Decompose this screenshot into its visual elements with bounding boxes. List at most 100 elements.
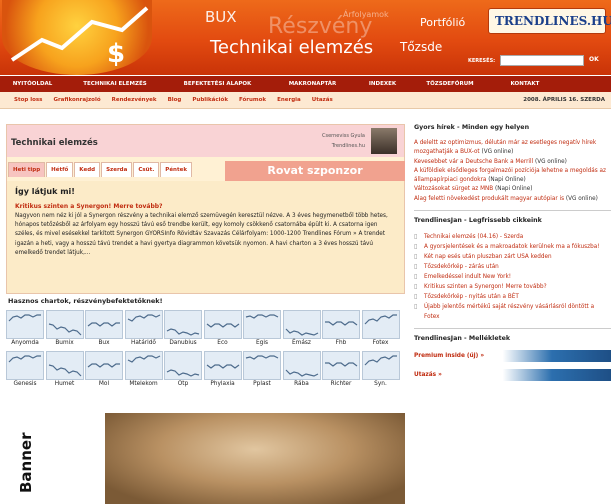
chart-thumb-cell[interactable]: Genesis	[6, 351, 44, 390]
chart-thumbnail[interactable]	[322, 351, 360, 380]
chart-thumbnail[interactable]	[361, 310, 400, 339]
news-item[interactable]: A küföldiek elsődleges forgalmazói pozíc…	[414, 167, 607, 184]
chart-thumbnail[interactable]	[85, 351, 123, 380]
tab-wednesday[interactable]: Szerda	[101, 162, 133, 177]
nav-item-technical-analysis[interactable]: TECHNIKAI ELEMZÉS	[83, 81, 147, 87]
nav-item-forum[interactable]: TŐZSDEFÓRUM	[426, 81, 474, 87]
nav-item-funds[interactable]: BEFEKTETÉSI ALAPOK	[183, 81, 252, 87]
chart-thumb-cell[interactable]: Phylaxia	[203, 351, 242, 390]
article-item[interactable]: Tőzsdekörkép - nyitás után a BÉT	[414, 292, 611, 302]
chart-thumb-cell[interactable]: Humet	[45, 351, 84, 390]
article-item[interactable]: Két nap esés után pluszban zárt USA kedd…	[414, 252, 611, 262]
chart-label[interactable]: Humet	[54, 381, 75, 387]
article-item[interactable]: A gyorsjelentések és a makroadatok kerül…	[414, 242, 611, 252]
subnav-item[interactable]: Energia	[277, 97, 301, 103]
tab-friday[interactable]: Péntek	[160, 162, 192, 177]
article-link[interactable]: Kritikus szinten a Synergon! Merre továb…	[15, 203, 163, 210]
tab-monday[interactable]: Hétfő	[46, 162, 74, 177]
chart-thumbnail[interactable]	[203, 310, 242, 339]
chart-label[interactable]: Pplast	[253, 381, 271, 387]
chart-label[interactable]: Rába	[294, 381, 309, 387]
chart-thumbnail[interactable]	[45, 310, 84, 339]
article-item[interactable]: Újabb jelentős mértékű saját részvény vá…	[414, 302, 611, 322]
chart-label[interactable]: Phylaxia	[210, 381, 235, 387]
search-input[interactable]	[500, 55, 584, 66]
article-item[interactable]: Technikai elemzés (04.16) - Szerda	[414, 232, 611, 242]
news-item[interactable]: Változásokat sürget az MNB (Napi Online)	[414, 186, 533, 193]
chart-thumbnail[interactable]	[6, 351, 44, 380]
chart-thumb-cell[interactable]: Fotex	[361, 310, 400, 349]
subnav-item[interactable]: Fórumok	[238, 97, 267, 103]
subnav-item[interactable]: Grafikonrajzoló	[53, 97, 101, 103]
search-button[interactable]: OK	[589, 56, 599, 63]
supplement-link[interactable]: Utazás »	[414, 369, 611, 382]
chart-label[interactable]: Anyomda	[11, 340, 39, 346]
chart-label[interactable]: Határidő	[131, 340, 156, 346]
subnav-item[interactable]: Rendezvények	[111, 97, 157, 103]
chart-label[interactable]: Otp	[177, 381, 189, 387]
chart-thumbnail[interactable]	[203, 351, 242, 380]
chart-thumb-cell[interactable]: Pplast	[243, 351, 281, 390]
subnav-item[interactable]: Publikációk	[192, 97, 228, 103]
news-item[interactable]: Kevesebbet vár a Deutsche Bank a Merrill…	[414, 158, 567, 165]
chart-label[interactable]: Bux	[98, 340, 110, 346]
chart-label[interactable]: Bumix	[55, 340, 74, 346]
chart-label[interactable]: Syn.	[374, 381, 387, 387]
chart-label[interactable]: Fhb	[335, 340, 347, 346]
article-item[interactable]: Kritikus szinten a Synergon! Merre továb…	[414, 282, 611, 292]
tab-weekly-tip[interactable]: Heti tipp	[8, 162, 46, 177]
chart-label[interactable]: Richter	[330, 381, 352, 387]
chart-thumb-cell[interactable]: Bux	[85, 310, 123, 349]
chart-thumb-cell[interactable]: Syn.	[361, 351, 400, 390]
chart-thumbnail[interactable]	[124, 310, 163, 339]
tab-tuesday[interactable]: Kedd	[74, 162, 101, 177]
tab-thursday[interactable]: Csüt.	[133, 162, 160, 177]
chart-thumb-cell[interactable]: Danubius	[164, 310, 202, 349]
chart-thumb-cell[interactable]: Mol	[85, 351, 123, 390]
chart-label[interactable]: Mol	[98, 381, 110, 387]
subnav-item[interactable]: Utazás	[311, 97, 333, 103]
supplement-link[interactable]: Premium inside (új) »	[414, 350, 611, 363]
chart-thumb-cell[interactable]: Bumix	[45, 310, 84, 349]
chart-thumb-cell[interactable]: Richter	[322, 351, 360, 390]
chart-thumb-cell[interactable]: Egis	[243, 310, 281, 349]
article-item[interactable]: Emelkedéssel indult New York!	[414, 272, 611, 282]
subnav-item[interactable]: Stop loss	[14, 97, 43, 103]
chart-thumbnail[interactable]	[282, 351, 321, 380]
chart-thumb-cell[interactable]: Mtelekom	[124, 351, 163, 390]
chart-thumb-cell[interactable]: Otp	[164, 351, 202, 390]
chart-thumbnail[interactable]	[6, 310, 44, 339]
nav-item-indexes[interactable]: INDEXEK	[368, 81, 397, 87]
nav-item-macro-calendar[interactable]: MAKRONAPTÁR	[288, 81, 337, 87]
chart-label[interactable]: Mtelekom	[129, 381, 158, 387]
chart-label[interactable]: Egis	[256, 340, 268, 346]
chart-label[interactable]: Danubius	[169, 340, 197, 346]
banner-image[interactable]	[105, 413, 405, 504]
sponsor-banner[interactable]: Rovat szponzor	[225, 161, 405, 181]
chart-thumb-cell[interactable]: Rába	[282, 351, 321, 390]
chart-thumb-cell[interactable]: Émász	[282, 310, 321, 349]
chart-thumbnail[interactable]	[45, 351, 84, 380]
chart-thumb-cell[interactable]: Anyomda	[6, 310, 44, 349]
chart-label[interactable]: Fotex	[372, 340, 389, 346]
chart-thumbnail[interactable]	[361, 351, 400, 380]
chart-thumb-cell[interactable]: Határidő	[124, 310, 163, 349]
chart-label[interactable]: Émász	[292, 340, 311, 346]
chart-thumbnail[interactable]	[243, 310, 281, 339]
subnav-item[interactable]: Blog	[167, 97, 182, 103]
chart-thumbnail[interactable]	[85, 310, 123, 339]
news-item[interactable]: A deleltt az optimizmus, délután már az …	[414, 140, 597, 156]
article-item[interactable]: Tőzsdekörkép - zárás után	[414, 262, 611, 272]
site-logo[interactable]: TRENDLINES.HU	[488, 8, 611, 34]
chart-thumbnail[interactable]	[164, 351, 202, 380]
chart-thumbnail[interactable]	[243, 351, 281, 380]
chart-thumbnail[interactable]	[322, 310, 360, 339]
chart-label[interactable]: Genesis	[13, 381, 37, 387]
nav-item-contact[interactable]: KONTAKT	[510, 81, 540, 87]
chart-thumb-cell[interactable]: Fhb	[322, 310, 360, 349]
nav-item-home[interactable]: NYITÓOLDAL	[12, 81, 53, 87]
chart-thumb-cell[interactable]: Eco	[203, 310, 242, 349]
chart-label[interactable]: Eco	[217, 340, 228, 346]
chart-thumbnail[interactable]	[164, 310, 202, 339]
chart-thumbnail[interactable]	[282, 310, 321, 339]
